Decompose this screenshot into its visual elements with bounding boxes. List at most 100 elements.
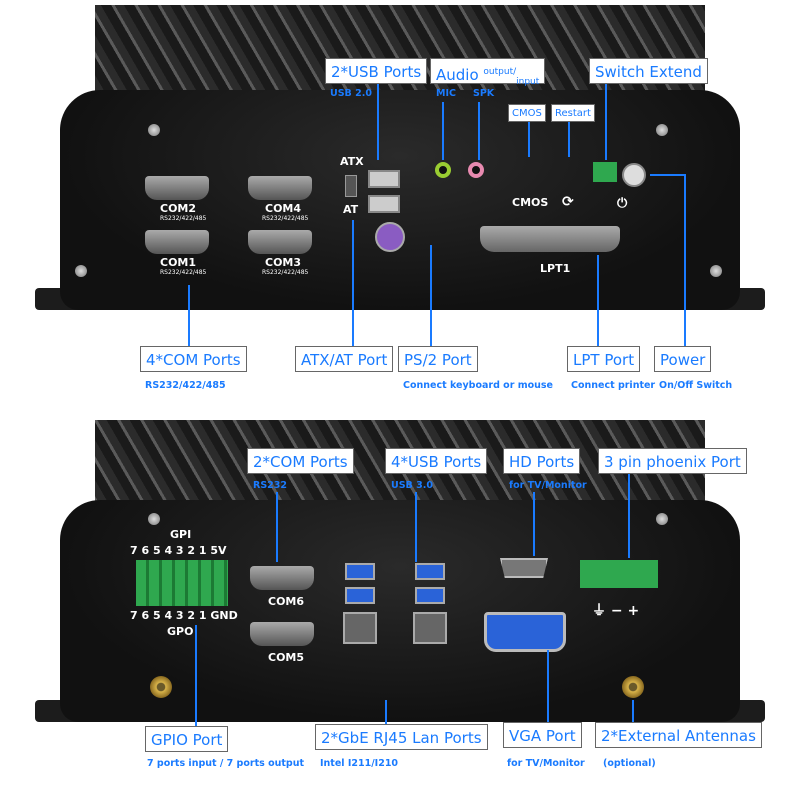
com4-sub: RS232/422/485 [262, 215, 309, 222]
audio-sup: output/ [483, 67, 517, 77]
spk-callout: SPK [473, 88, 495, 99]
com4-port[interactable] [248, 176, 312, 200]
atx-leader [352, 220, 354, 346]
lpt1-port[interactable] [480, 226, 620, 252]
antennas-leader [632, 700, 634, 722]
lan-callout: 2*GbE RJ45 Lan Ports [315, 724, 488, 750]
atx-label: ATX [340, 155, 364, 168]
usb3-port[interactable] [345, 563, 375, 580]
usb-callout-2-sub: USB 3.0 [391, 480, 433, 491]
usb-callout-2: 4*USB Ports [385, 448, 488, 474]
com3-port[interactable] [248, 230, 312, 254]
power-callout: Power [654, 346, 712, 372]
phoenix-pins: ⏚ − + [592, 603, 640, 619]
com6-port[interactable] [250, 566, 314, 590]
usb-callout-sub: USB 2.0 [330, 88, 372, 99]
front-panel [60, 90, 740, 310]
gpi-pins: 7 6 5 4 3 2 1 5V [130, 544, 227, 557]
audio-callout-title: Audio [436, 66, 479, 84]
mic-jack[interactable] [435, 162, 451, 178]
lpt-callout: LPT Port [567, 346, 641, 372]
screw [656, 513, 668, 525]
power-icon: ⏻ [617, 196, 628, 211]
hd-leader [533, 492, 535, 556]
phoenix-terminal[interactable] [580, 560, 658, 588]
power-leader-h [650, 174, 684, 176]
antenna-connector[interactable] [622, 676, 644, 698]
usb3-port[interactable] [415, 587, 445, 604]
mic-callout: MIC [436, 88, 456, 99]
com-callout-2: 2*COM Ports [247, 448, 354, 474]
vga-callout: VGA Port [503, 722, 582, 748]
gpo-pins: 7 6 5 4 3 2 1 GND [130, 609, 238, 622]
usb-leader [377, 84, 379, 160]
power-leader [684, 174, 686, 346]
spk-leader [478, 102, 480, 160]
com-callout: 4*COM Ports [140, 346, 247, 372]
antennas-callout-sub: (optional) [603, 758, 656, 769]
com3-label: COM3 [265, 256, 302, 269]
com5-label: COM5 [268, 651, 305, 664]
vga-port[interactable] [484, 612, 566, 652]
rj45-port[interactable] [413, 612, 447, 644]
switch-extend-terminal[interactable] [593, 162, 617, 182]
com2-port[interactable] [145, 176, 209, 200]
com4-label: COM4 [265, 202, 302, 215]
com5-port[interactable] [250, 622, 314, 646]
antenna-connector[interactable] [150, 676, 172, 698]
switch-leader [605, 84, 607, 160]
audio-sub: input [516, 77, 540, 87]
usb-callout-title: 2*USB Ports [331, 63, 422, 81]
lan-callout-sub: Intel I211/I210 [320, 758, 399, 769]
spk-jack[interactable] [468, 162, 484, 178]
cmos-leader [528, 122, 530, 157]
gpi-label: GPI [170, 528, 192, 541]
hdmi-port[interactable] [500, 558, 548, 578]
usb-leader-2 [415, 492, 417, 562]
ps2-leader [430, 245, 432, 346]
usb2-port[interactable] [368, 195, 400, 213]
com-callout-2-sub: RS232 [253, 480, 287, 491]
gpio-callout: GPIO Port [145, 726, 229, 752]
com6-label: COM6 [268, 595, 305, 608]
gpo-label: GPO [167, 625, 194, 638]
vga-callout-sub: for TV/Monitor [507, 758, 585, 769]
lpt1-label: LPT1 [540, 262, 571, 275]
lpt-callout-sub: Connect printer [571, 380, 656, 391]
switch-extend-callout: Switch Extend [589, 58, 708, 84]
screw [148, 124, 160, 136]
lan-leader [385, 700, 387, 724]
power-button[interactable] [622, 163, 646, 187]
screw [75, 265, 87, 277]
usb3-port[interactable] [415, 563, 445, 580]
restart-leader [568, 122, 570, 157]
gpio-terminal-block[interactable] [136, 560, 228, 606]
cmos-callout: CMOS [508, 104, 546, 122]
usb2-port[interactable] [368, 170, 400, 188]
com1-sub: RS232/422/485 [160, 269, 207, 276]
usb3-port[interactable] [345, 587, 375, 604]
usb-callout: 2*USB Ports [325, 58, 428, 84]
at-label: AT [343, 203, 359, 216]
com3-sub: RS232/422/485 [262, 269, 309, 276]
com-callout-sub: RS232/422/485 [145, 380, 226, 391]
hd-callout-sub: for TV/Monitor [509, 480, 587, 491]
screw [148, 513, 160, 525]
atx-at-switch[interactable] [345, 175, 357, 197]
audio-callout: Audio output/input [430, 58, 546, 87]
mic-leader [442, 102, 444, 160]
power-callout-sub: On/Off Switch [659, 380, 733, 391]
rj45-port[interactable] [343, 612, 377, 644]
restart-icon: ⟳ [562, 194, 574, 210]
ps2-callout: PS/2 Port [398, 346, 478, 372]
cmos-label: CMOS [512, 196, 549, 209]
atx-callout: ATX/AT Port [295, 346, 394, 372]
com-leader [188, 285, 190, 346]
com1-port[interactable] [145, 230, 209, 254]
phoenix-callout: 3 pin phoenix Port [598, 448, 747, 474]
hd-callout: HD Ports [503, 448, 581, 474]
com2-sub: RS232/422/485 [160, 215, 207, 222]
phoenix-leader [628, 474, 630, 558]
ps2-port[interactable] [375, 222, 405, 252]
